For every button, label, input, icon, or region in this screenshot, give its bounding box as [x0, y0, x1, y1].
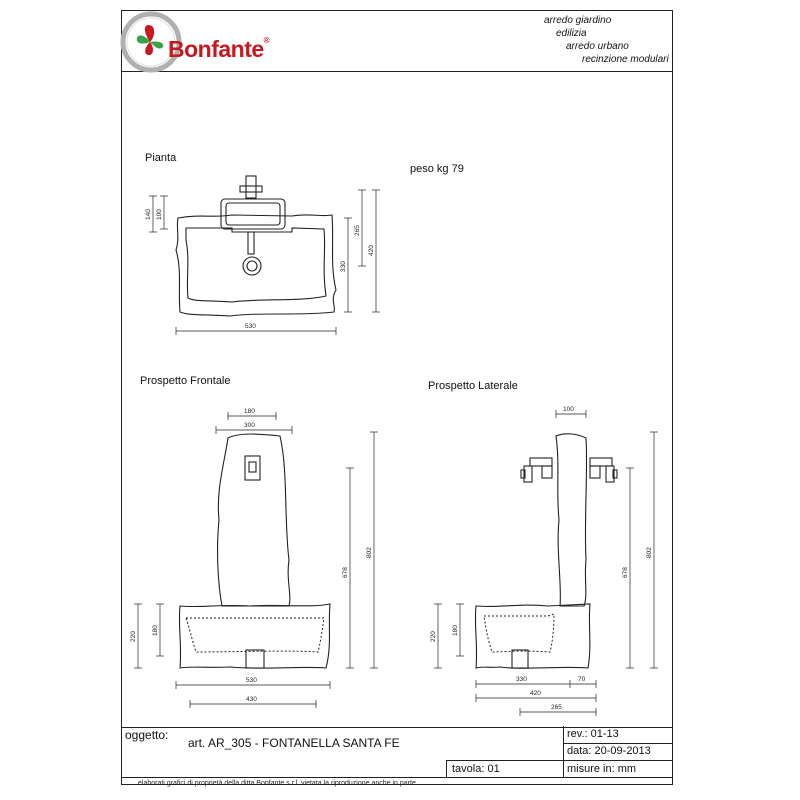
tavola: tavola: 01 — [452, 763, 500, 775]
tavola-divider — [446, 760, 447, 777]
dim-plan-140: 140 — [145, 209, 152, 220]
brand-name: Bonfante® — [168, 36, 270, 62]
oggetto-label: oggetto: — [125, 728, 169, 742]
dim-side-220: 220 — [430, 631, 437, 642]
title-block-column-divider — [563, 726, 564, 777]
plan-view-title: Pianta — [145, 152, 177, 164]
dim-front-678: 678 — [342, 567, 349, 578]
revision: rev.: 01-13 — [567, 728, 619, 740]
tavola-top-divider — [446, 760, 672, 761]
dim-side-180: 180 — [452, 625, 459, 636]
units: misure in: mm — [567, 763, 637, 775]
dim-side-678: 678 — [622, 567, 629, 578]
category-line-1: arredo giardino — [544, 15, 612, 26]
dim-front-300: 300 — [244, 422, 255, 429]
weight-label: peso kg 79 — [410, 163, 464, 175]
dimension-labels: 140 100 330 265 420 530 180 300 678 802 … — [130, 209, 653, 711]
dim-side-265: 265 — [551, 704, 562, 711]
dim-side-70: 70 — [578, 676, 586, 683]
copyright-footer: elaborati grafici di proprietà della dit… — [138, 780, 416, 787]
category-line-4: recinzione modulari — [582, 54, 669, 65]
dim-front-220: 220 — [130, 631, 137, 642]
title-block-divider — [122, 727, 672, 728]
dim-plan-530: 530 — [245, 323, 256, 330]
dim-front-h180: 180 — [152, 625, 159, 636]
rev-divider — [563, 743, 672, 744]
dim-side-330: 330 — [516, 676, 527, 683]
dim-side-802: 802 — [646, 547, 653, 558]
dim-front-180: 180 — [244, 408, 255, 415]
dim-plan-100: 100 — [156, 209, 163, 220]
dim-front-802: 802 — [366, 547, 373, 558]
dim-front-530: 530 — [246, 677, 257, 684]
header-divider — [122, 71, 672, 72]
dim-side-420: 420 — [530, 690, 541, 697]
front-view-title: Prospetto Frontale — [140, 375, 231, 387]
category-line-3: arredo urbano — [566, 41, 629, 52]
side-view-drawing — [434, 410, 658, 716]
category-line-2: edilizia — [556, 28, 587, 39]
plan-view-drawing — [149, 175, 380, 335]
drawing-sheet — [121, 10, 673, 785]
dim-plan-265: 265 — [354, 225, 361, 236]
dim-front-430: 430 — [246, 696, 257, 703]
front-view-drawing — [134, 412, 378, 708]
footer-divider — [122, 777, 672, 778]
dim-plan-330: 330 — [340, 261, 347, 272]
article-title: art. AR_305 - FONTANELLA SANTA FE — [188, 736, 400, 750]
dim-plan-420: 420 — [368, 245, 375, 256]
dim-side-100: 100 — [563, 406, 574, 413]
side-view-title: Prospetto Laterale — [428, 380, 518, 392]
date: data: 20-09-2013 — [567, 745, 651, 757]
